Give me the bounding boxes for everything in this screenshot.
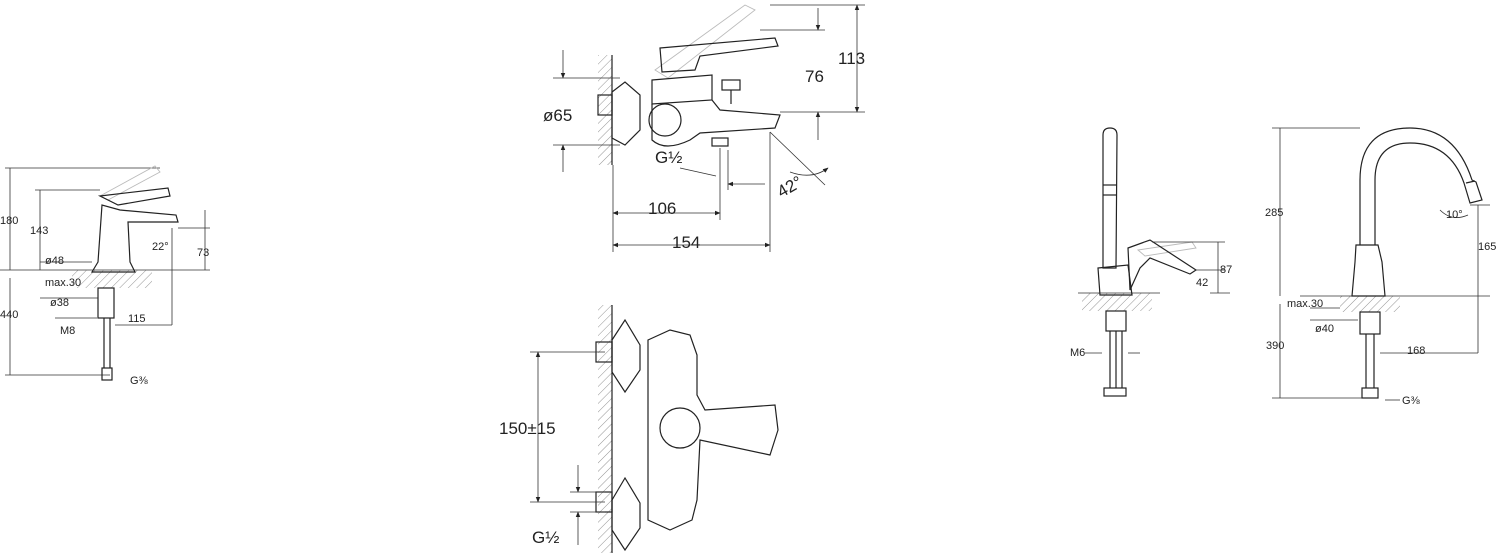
basin-dim-max30: max.30 <box>45 277 81 289</box>
sink-mixer-drawing <box>1078 127 1230 397</box>
bath-dim-65: ø65 <box>543 106 572 125</box>
swivel-dim-g38: G⅜ <box>1402 395 1421 407</box>
swivel-dim-165: 165 <box>1478 241 1496 253</box>
shower-dim-150: 150±15 <box>499 419 556 438</box>
sink-dim-42: 42 <box>1196 277 1208 289</box>
bath-dim-106: 106 <box>648 199 676 218</box>
basin-dim-g38: G⅜ <box>130 375 149 387</box>
swivel-dim-285: 285 <box>1265 207 1283 219</box>
swivel-dim-390: 390 <box>1266 340 1284 352</box>
basin-dim-22-angle: 22° <box>152 241 169 253</box>
basin-mixer-drawing <box>0 165 210 381</box>
basin-dim-143: 143 <box>30 225 48 237</box>
swivel-mixer-drawing <box>1272 127 1490 401</box>
swivel-dim-10-angle: 10° <box>1446 209 1463 221</box>
basin-dim-m8: M8 <box>60 325 75 337</box>
bath-dim-g12: G½ <box>655 148 682 167</box>
shower-mixer-drawing <box>530 305 779 553</box>
basin-dim-115: 115 <box>128 313 146 325</box>
swivel-dim-40: ø40 <box>1315 323 1334 335</box>
basin-dim-38: ø38 <box>50 297 69 309</box>
sink-dim-m6: M6 <box>1070 347 1085 359</box>
shower-dim-g12: G½ <box>532 528 559 547</box>
basin-dim-180: 180 <box>0 215 18 227</box>
bath-dim-154: 154 <box>672 233 700 252</box>
bath-dim-76: 76 <box>805 67 824 86</box>
basin-dim-48: ø48 <box>45 255 64 267</box>
basin-dim-440: 440 <box>0 309 18 321</box>
bath-mixer-drawing <box>553 4 865 252</box>
basin-dim-73: 73 <box>197 247 209 259</box>
sink-dim-87: 87 <box>1220 264 1232 276</box>
bath-dim-113: 113 <box>838 49 865 68</box>
swivel-dim-168: 168 <box>1407 345 1425 357</box>
bath-dim-42-angle: 42° <box>774 172 806 201</box>
swivel-dim-max30: max.30 <box>1287 298 1323 310</box>
